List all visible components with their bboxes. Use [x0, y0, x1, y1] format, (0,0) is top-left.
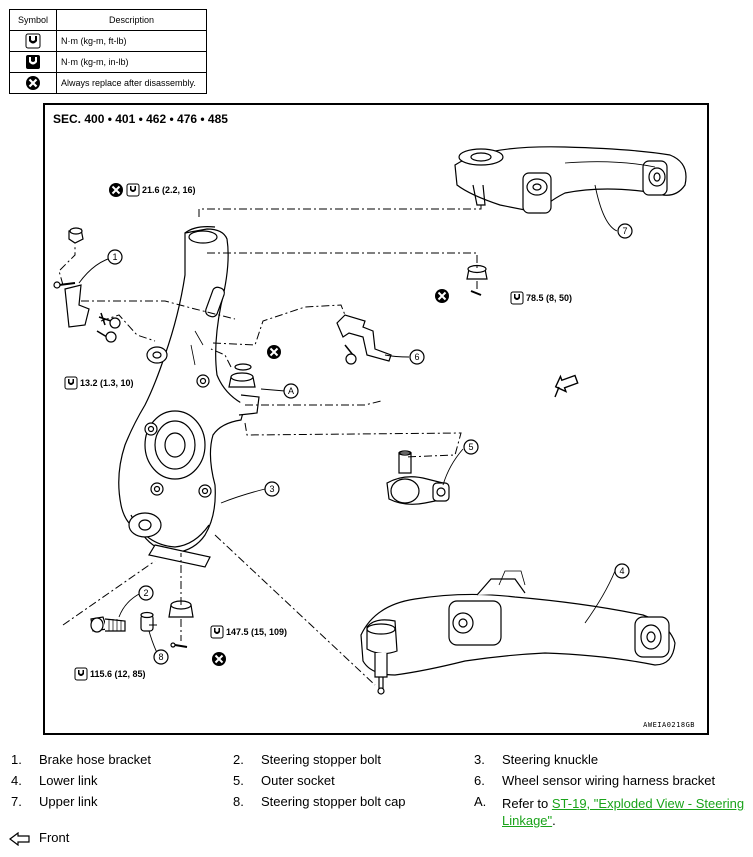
lower-link-part: [360, 570, 676, 695]
part-number: 4.: [11, 773, 22, 788]
lower-ball-joint-nut: [168, 600, 194, 648]
always-replace-icon: [108, 182, 124, 198]
callout-8: [153, 649, 169, 665]
part-number: A.: [474, 794, 487, 809]
part-label: Brake hose bracket: [39, 752, 152, 767]
refer-note: Refer to ST-19, "Exploded View - Steerin…: [502, 795, 750, 829]
outer-socket-part: [386, 450, 450, 505]
legend-row: N·m (kg-m, ft-lb): [9, 30, 207, 52]
part-number: 2.: [233, 752, 244, 767]
always-replace-icon: [26, 76, 40, 90]
refer-link[interactable]: ST-19, "Exploded View - Steering Linkage…: [502, 796, 745, 828]
part-label: Wheel sensor wiring harness bracket: [502, 773, 716, 788]
torque-wrench-icon: [74, 667, 88, 681]
legend-header-row: Symbol Description: [9, 9, 207, 31]
legend-description: Always replace after disassembly.: [56, 72, 207, 94]
diagram-canvas: 1 2 3 4 5 6 7 8 A: [53, 146, 687, 695]
steering-stopper-bolt-part: [90, 616, 126, 633]
front-arrow-outline-icon: [9, 832, 30, 846]
legend-description: N·m (kg-m, in-lb): [56, 51, 207, 73]
callout-label-a: A: [288, 386, 294, 396]
front-arrow-icon: [554, 374, 579, 398]
upper-link-nut: [466, 264, 488, 296]
refer-end: .: [552, 813, 556, 828]
part-label: Steering stopper bolt cap: [261, 794, 406, 809]
assembly-lines: [58, 205, 482, 686]
callout-label-8: 8: [158, 652, 163, 662]
torque-wrench-in-lb-icon: [26, 55, 40, 69]
wheel-sensor-bracket-part: [336, 314, 392, 365]
knuckle-upper-nut: [68, 227, 84, 244]
torque-wrench-ft-lb-icon: [25, 33, 41, 49]
upper-link-part: [454, 146, 687, 214]
torque-spec-upper-nut: 21.6 (2.2, 16): [142, 185, 196, 195]
callout-2: [138, 585, 154, 601]
torque-wrench-icon: [210, 625, 224, 639]
callout-a: [283, 383, 299, 399]
callout-6: [409, 349, 425, 365]
legend-description: N·m (kg-m, ft-lb): [56, 30, 207, 52]
callout-label-1: 1: [112, 252, 117, 262]
part-number: 8.: [233, 794, 244, 809]
part-number: 5.: [233, 773, 244, 788]
callout-label-4: 4: [619, 566, 624, 576]
callout-4: [614, 563, 630, 579]
figure-code: AWEIA0218GB: [643, 721, 695, 729]
callout-label-7: 7: [622, 226, 627, 236]
section-title: SEC. 400 • 401 • 462 • 476 • 485: [53, 112, 228, 126]
torque-spec-stopper-bolt: 115.6 (12, 85): [90, 669, 146, 679]
steering-stopper-bolt-cap-part: [140, 611, 154, 632]
torque-wrench-icon: [64, 376, 78, 390]
torque-wrench-icon: [126, 183, 140, 197]
ball-joint-nut: [228, 363, 256, 388]
callout-label-5: 5: [468, 442, 473, 452]
refer-prefix: Refer to: [502, 796, 549, 811]
brake-hose-bracket-part: [53, 281, 121, 343]
part-label: Steering knuckle: [502, 752, 599, 767]
always-replace-icon: [211, 651, 227, 667]
steering-knuckle-part: [118, 226, 260, 568]
part-number: 6.: [474, 773, 485, 788]
legend-header-description: Description: [56, 9, 207, 31]
torque-spec-lower-nut: 147.5 (15, 109): [226, 627, 288, 637]
exploded-view-diagram: 1 2 3 4 5 6 7 8 A SEC. 400 • 401 • 462 •…: [43, 103, 709, 735]
callout-label-2: 2: [143, 588, 148, 598]
part-number: 7.: [11, 794, 22, 809]
callout-1: [107, 249, 123, 265]
torque-wrench-icon: [510, 291, 524, 305]
torque-spec-brake-hose-bolt: 13.2 (1.3, 10): [80, 378, 134, 388]
part-label: Lower link: [39, 773, 98, 788]
legend-row: N·m (kg-m, in-lb): [9, 51, 207, 73]
callout-5: [463, 439, 479, 455]
callout-label-6: 6: [414, 352, 419, 362]
always-replace-icon: [266, 344, 282, 360]
legend-header-symbol: Symbol: [9, 9, 57, 31]
part-number: 1.: [11, 752, 22, 767]
part-label: Steering stopper bolt: [261, 752, 381, 767]
callout-7: [617, 223, 633, 239]
part-label: Upper link: [39, 794, 98, 809]
callout-label-3: 3: [269, 484, 274, 494]
symbol-legend-table: Symbol Description N·m (kg-m, ft-lb) N·m…: [9, 9, 207, 94]
front-label: Front: [39, 830, 70, 845]
torque-spec-upper-link-nut: 78.5 (8, 50): [526, 293, 573, 303]
legend-row: Always replace after disassembly.: [9, 72, 207, 94]
always-replace-icon: [434, 288, 450, 304]
callout-3: [264, 481, 280, 497]
part-label: Outer socket: [261, 773, 335, 788]
part-number: 3.: [474, 752, 485, 767]
